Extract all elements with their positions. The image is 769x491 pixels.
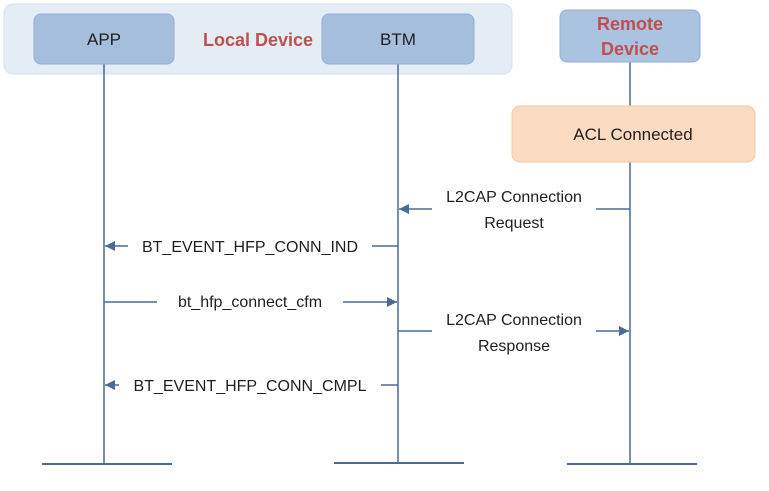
message-l2cap-response-label-bg bbox=[432, 308, 596, 356]
message-hfp-conn-cmpl-label: BT_EVENT_HFP_CONN_CMPL bbox=[134, 378, 367, 395]
message-l2cap-request-label-line2: Request bbox=[484, 215, 544, 232]
message-l2cap-response-label-line1: L2CAP Connection bbox=[446, 312, 582, 329]
remote-participant-label-line2: Device bbox=[601, 39, 659, 59]
acl-connected-note bbox=[511, 105, 756, 163]
message-l2cap-response-label-line2: Response bbox=[478, 338, 550, 355]
message-hfp-connect-cfm-label-bg bbox=[157, 292, 343, 314]
remote-participant-label-line1: Remote bbox=[597, 14, 663, 34]
message-hfp-conn-cmpl-label-bg bbox=[119, 375, 381, 397]
btm-participant-label: BTM bbox=[380, 30, 416, 49]
acl-connected-label: ACL Connected bbox=[573, 125, 692, 144]
message-l2cap-request-label-line1: L2CAP Connection bbox=[446, 189, 582, 206]
local-device-label: Local Device bbox=[203, 30, 313, 50]
app-participant-box bbox=[33, 13, 175, 65]
message-l2cap-request-label-bg bbox=[432, 185, 596, 233]
app-participant-label: APP bbox=[87, 30, 121, 49]
message-hfp-conn-ind-label: BT_EVENT_HFP_CONN_IND bbox=[142, 239, 358, 256]
remote-participant-box bbox=[559, 9, 701, 63]
message-hfp-connect-cfm-label: bt_hfp_connect_cfm bbox=[178, 294, 322, 311]
btm-participant-box bbox=[321, 13, 475, 65]
message-hfp-conn-ind-label-bg bbox=[128, 236, 372, 258]
